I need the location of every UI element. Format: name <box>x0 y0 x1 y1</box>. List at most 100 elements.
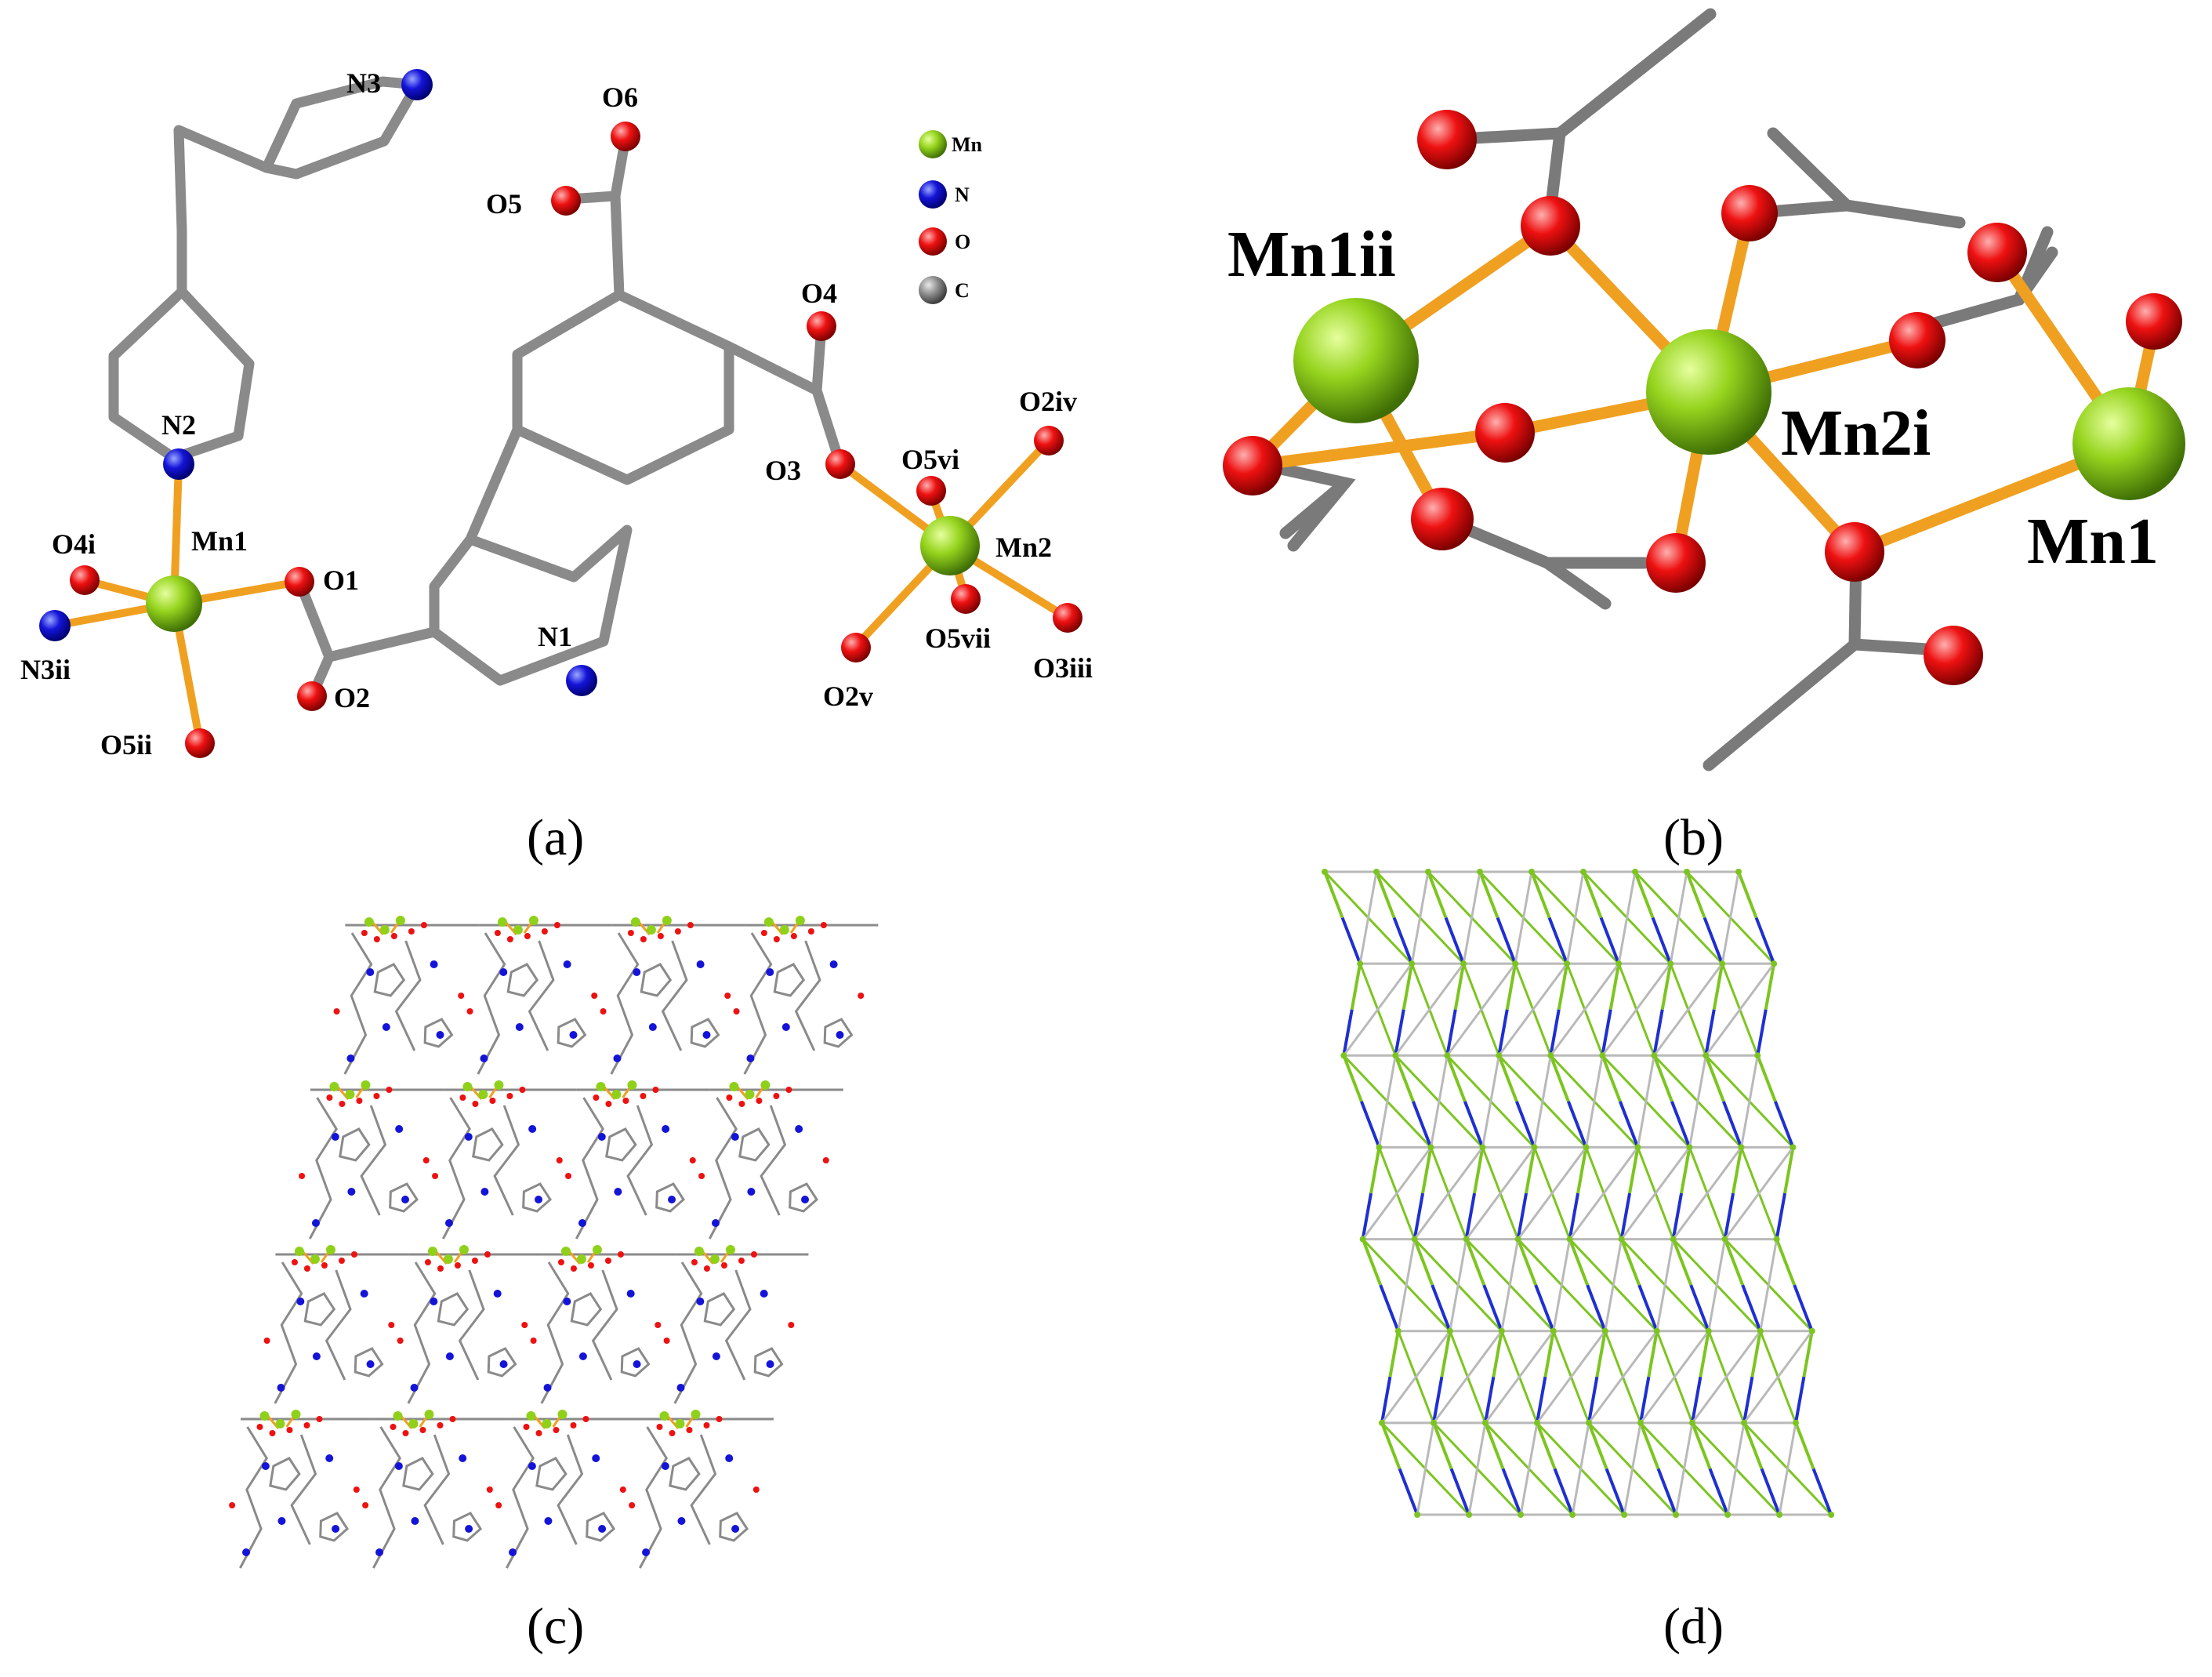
net-edge <box>1576 1147 1588 1194</box>
n-atom <box>746 1054 755 1062</box>
atom-n3ii <box>39 610 71 641</box>
n-atom <box>563 1298 571 1305</box>
net-edge <box>1369 1147 1381 1194</box>
o-atom <box>420 922 427 928</box>
net-edge <box>1378 1055 1397 1148</box>
net-edge <box>1361 1192 1373 1240</box>
net-edge <box>1380 1376 1392 1424</box>
n-atom <box>633 1360 641 1368</box>
framework-cell <box>229 1410 374 1569</box>
net-node <box>1618 1236 1625 1243</box>
linker-skeleton <box>673 1253 809 1404</box>
label-n3ii: N3ii <box>20 654 71 685</box>
net-edge <box>1416 1422 1435 1515</box>
o-atom <box>269 1430 276 1436</box>
net-edge <box>1568 1146 1639 1240</box>
net-edge <box>1375 871 1396 919</box>
label-o2: O2 <box>334 682 370 713</box>
atom-o <box>1889 312 1945 368</box>
o-atom <box>535 1430 542 1436</box>
net-edge <box>1754 917 1776 964</box>
net-edge <box>1453 963 1466 1011</box>
panel-c-framework-lattice <box>229 916 879 1569</box>
net-node <box>1340 1052 1347 1059</box>
o-atom <box>591 993 598 999</box>
mn-atom <box>596 1082 606 1091</box>
net-node <box>1599 1052 1606 1059</box>
o-atom <box>570 1265 577 1272</box>
n-atom <box>614 1188 622 1196</box>
o-atom <box>541 928 548 935</box>
framework-cell <box>397 1245 542 1404</box>
net-edge <box>1637 1284 1659 1332</box>
linker-skeleton <box>274 1253 409 1404</box>
linker-skeleton <box>540 1253 676 1404</box>
mn-atom <box>542 1419 552 1428</box>
panel-a-carbon-skeleton <box>108 76 846 702</box>
linker-skeleton <box>477 924 612 1075</box>
net-edge <box>1703 917 1724 964</box>
net-edge <box>1394 963 1465 1057</box>
atom-o3 <box>825 449 855 479</box>
n-atom <box>499 1360 508 1368</box>
net-node <box>1634 1144 1641 1151</box>
net-edge <box>1585 1055 1604 1148</box>
o-atom <box>353 1486 360 1493</box>
o-atom <box>338 1258 345 1264</box>
n-atom <box>394 1462 403 1470</box>
n-atom <box>480 1188 489 1196</box>
net-edge <box>1550 963 1620 1057</box>
atom-n1 <box>566 665 597 696</box>
net-edge <box>1463 1101 1485 1149</box>
net-edge <box>1568 1238 1590 1286</box>
net-edge <box>1525 1147 1536 1194</box>
net-edge <box>1652 1054 1674 1102</box>
net-edge <box>1481 1055 1500 1148</box>
net-edge <box>1605 1468 1626 1515</box>
o-atom <box>494 930 501 936</box>
label-o5vii: O5vii <box>925 623 991 654</box>
net-node <box>1496 1052 1503 1059</box>
o-atom <box>506 936 513 942</box>
net-edge <box>1637 1055 1655 1148</box>
o-atom <box>471 1258 478 1264</box>
net-edge <box>1412 1192 1425 1240</box>
n-atom <box>801 1196 810 1203</box>
net-edge <box>1601 963 1672 1057</box>
net-edge <box>1587 1422 1608 1470</box>
net-edge <box>1536 1422 1557 1470</box>
o-atom <box>459 1094 466 1101</box>
mn-atom <box>662 916 672 925</box>
net-node <box>1466 1512 1473 1518</box>
net-node <box>1446 1327 1453 1334</box>
linker-skeleton <box>407 1253 542 1404</box>
net-edge <box>1619 1101 1640 1149</box>
net-edge <box>1619 1192 1632 1240</box>
net-edge <box>1652 1009 1664 1056</box>
label-mn2: Mn2 <box>995 532 1052 563</box>
o-atom <box>486 1486 493 1493</box>
framework-cell <box>333 916 479 1075</box>
n-atom <box>592 1454 600 1462</box>
framework-cell <box>698 1080 843 1240</box>
atom-o4 <box>807 311 836 341</box>
net-edge <box>1671 1192 1684 1240</box>
net-edge <box>1601 1009 1612 1056</box>
o-atom <box>773 936 780 942</box>
legend-item-c: C <box>919 276 970 304</box>
linker-skeleton <box>610 924 745 1075</box>
atom-o2iv <box>1034 426 1064 456</box>
mn-atom <box>576 1254 586 1264</box>
net-node <box>1667 960 1674 967</box>
o-atom <box>593 1094 600 1101</box>
o-atom <box>472 1101 479 1107</box>
net-edge <box>1670 1101 1692 1149</box>
atom-o <box>1924 626 1983 685</box>
mn-atom <box>709 1254 720 1264</box>
net-edge <box>1653 963 1724 1057</box>
net-edge <box>1742 1376 1754 1424</box>
o-atom <box>655 1322 662 1328</box>
o-atom <box>627 930 634 936</box>
net-edge <box>1536 1330 1607 1424</box>
n-atom <box>597 1133 606 1141</box>
